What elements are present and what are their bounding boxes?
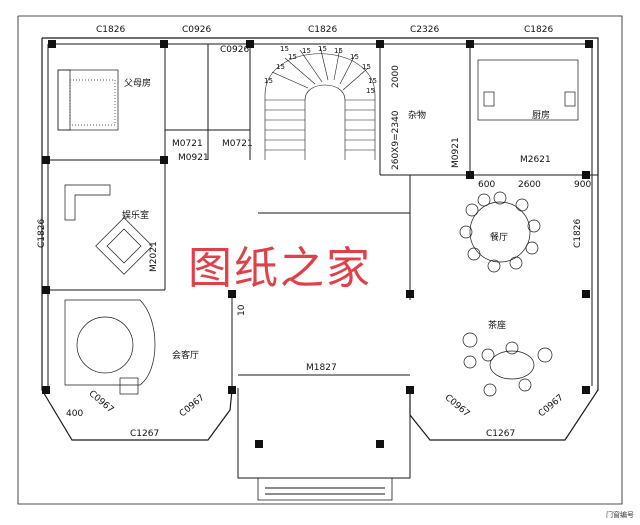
door-m2621: M2621 bbox=[520, 155, 551, 165]
stair-step-label: 15 bbox=[288, 53, 297, 61]
room-storage: 杂物 bbox=[408, 111, 427, 121]
room-kitchen: 厨房 bbox=[532, 111, 551, 121]
door-m0921-b: M0921 bbox=[451, 137, 461, 168]
outer-walls bbox=[17, 15, 623, 505]
stair-step-label: 15 bbox=[264, 77, 273, 85]
window-left-side: C1826 bbox=[37, 218, 47, 248]
stair-step-label: 15 bbox=[368, 77, 377, 85]
dining-table bbox=[459, 191, 541, 273]
room-living: 会客厅 bbox=[172, 351, 200, 361]
door-m0721-a: M0721 bbox=[172, 139, 203, 149]
stair-step-label: 15 bbox=[350, 53, 359, 61]
door-m0721-b: M0721 bbox=[222, 139, 253, 149]
window-top-second: C0926 bbox=[182, 25, 212, 35]
dim-dining-c: 900 bbox=[574, 180, 592, 190]
bed bbox=[57, 69, 119, 131]
interior-walls bbox=[48, 44, 598, 390]
stair-step-label: 15 bbox=[302, 47, 311, 55]
room-dining: 餐厅 bbox=[490, 233, 509, 243]
door-m2021: M2021 bbox=[149, 241, 159, 272]
door-m1827: M1827 bbox=[306, 363, 337, 373]
stair-step-label: 15 bbox=[276, 63, 285, 71]
window-top-left: C1826 bbox=[96, 25, 126, 35]
window-bay-left-front: C1267 bbox=[130, 429, 160, 439]
dim-stair-height: 2000 bbox=[391, 65, 401, 88]
dim-left-small: 400 bbox=[66, 409, 84, 419]
stair-step-label: 15 bbox=[318, 45, 327, 53]
stair-step-label: 15 bbox=[280, 45, 289, 53]
room-entertainment: 娱乐室 bbox=[122, 211, 150, 221]
staircase bbox=[264, 45, 376, 160]
stair-step-label: 15 bbox=[366, 87, 375, 95]
watermark: 图纸之家 bbox=[188, 243, 372, 294]
window-top-stair: C1826 bbox=[308, 25, 338, 35]
door-m0921-a: M0921 bbox=[178, 153, 209, 163]
dim-dining-b: 2600 bbox=[518, 180, 541, 190]
kitchen-counter bbox=[477, 59, 579, 121]
game-table bbox=[64, 184, 153, 275]
dim-dining-a: 600 bbox=[478, 180, 496, 190]
window-bay-right-front: C1267 bbox=[486, 429, 516, 439]
dim-stair-run: 260X9=2340 bbox=[391, 110, 401, 170]
room-parents-bedroom: 父母房 bbox=[124, 79, 152, 89]
living-sofa bbox=[64, 299, 156, 395]
dim-corridor: 10 bbox=[237, 304, 247, 316]
stair-step-label: 15 bbox=[362, 63, 371, 71]
columns bbox=[42, 40, 593, 448]
stair-step-label: 15 bbox=[334, 47, 343, 55]
window-top-wc: C0926 bbox=[220, 45, 250, 55]
window-top-kitchen: C1826 bbox=[524, 25, 554, 35]
tea-set bbox=[462, 332, 553, 397]
legend-note: 门窗编号 bbox=[606, 511, 634, 519]
window-top-storage: C2326 bbox=[410, 25, 440, 35]
window-right-side: C1826 bbox=[573, 218, 583, 248]
room-tea: 茶座 bbox=[488, 321, 507, 331]
